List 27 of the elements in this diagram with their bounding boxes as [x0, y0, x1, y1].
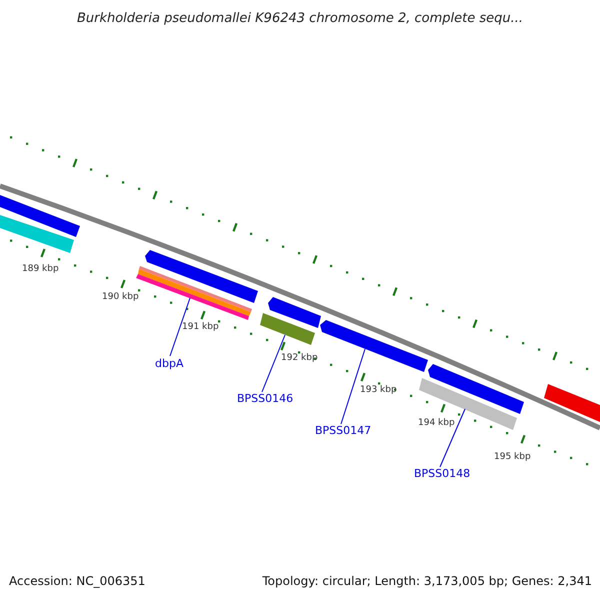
gene-bar [260, 313, 315, 345]
gene-label: BPSS0148 [414, 468, 470, 479]
gene-label: BPSS0147 [315, 425, 372, 436]
gene-bar [428, 364, 524, 414]
scale-label: 192 kbp [281, 354, 318, 363]
scale-label: 189 kbp [22, 265, 59, 274]
scale-label: 193 kbp [360, 386, 397, 395]
gene-bar [419, 378, 517, 430]
scale-label: 190 kbp [102, 293, 139, 302]
gene-label: BPSS0146 [237, 393, 294, 404]
accession-text: Accession: NC_006351 [9, 575, 146, 587]
scale-label: 195 kbp [494, 453, 531, 462]
title: Burkholderia pseudomallei K96243 chromosome 2, complete sequ... [76, 12, 524, 25]
gene-bar [0, 215, 74, 253]
gene-label: dbpA [155, 358, 184, 369]
gene-bar [0, 195, 80, 237]
gene-bar [544, 384, 600, 422]
summary-text: Topology: circular; Length: 3,173,005 bp; Genes: 2,341 [262, 575, 592, 587]
gene-bar [145, 250, 258, 303]
scale-label: 191 kbp [182, 323, 219, 332]
gene-bar [320, 320, 428, 372]
leader-line [170, 298, 190, 356]
scale-label: 194 kbp [418, 419, 455, 428]
leader-line [262, 334, 286, 392]
leader-line [340, 348, 366, 424]
leader-line [440, 408, 466, 468]
gene-bar [268, 297, 321, 328]
